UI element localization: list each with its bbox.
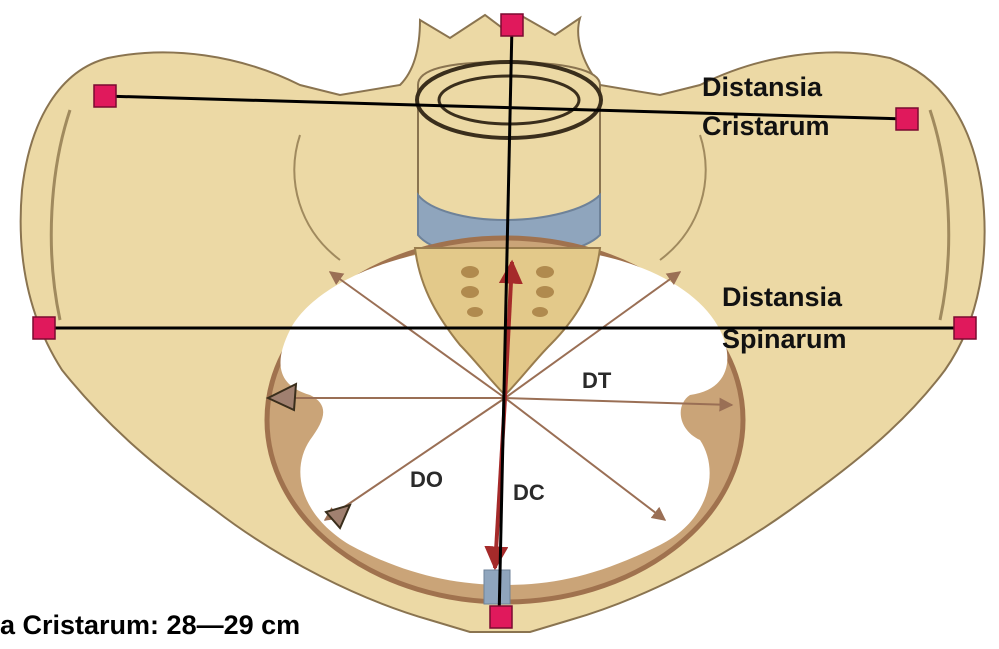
label-do: DO xyxy=(410,467,443,492)
pubic-symphysis xyxy=(484,570,510,604)
marker-crista-left xyxy=(94,85,116,107)
label-dc: DC xyxy=(513,480,545,505)
label-dt: DT xyxy=(582,368,612,393)
marker-bottom xyxy=(490,606,512,628)
label-spinarum-line1: Distansia xyxy=(722,282,843,312)
caption-cristarum: a Cristarum: 28—29 cm xyxy=(0,610,300,640)
label-cristarum-line1: Distansia xyxy=(702,72,823,102)
label-spinarum-line2: Spinarum xyxy=(722,324,847,354)
marker-spina-left xyxy=(33,317,55,339)
label-cristarum-line2: Cristarum xyxy=(702,111,830,141)
marker-spina-right xyxy=(954,317,976,339)
marker-crista-right xyxy=(896,108,918,130)
marker-top xyxy=(501,14,523,36)
